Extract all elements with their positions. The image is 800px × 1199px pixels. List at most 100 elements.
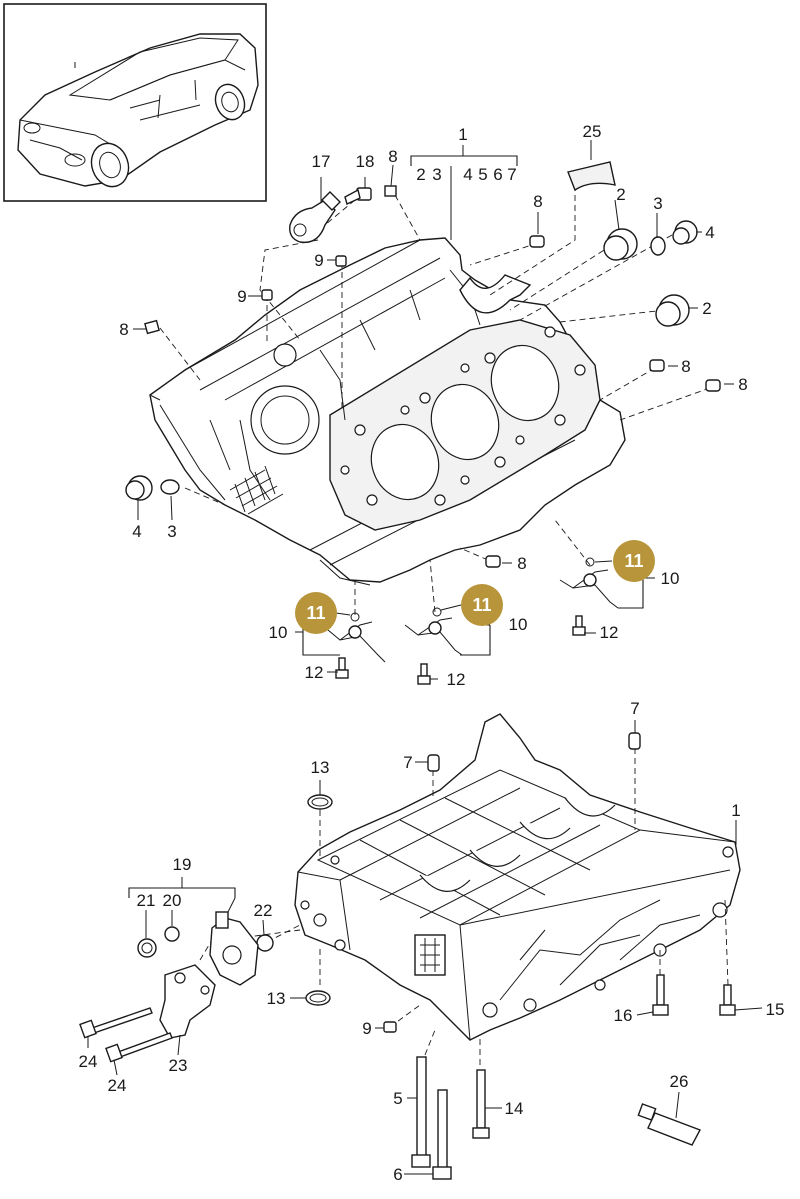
bearing-shell-icon [567, 161, 616, 192]
callout-8: 8 [517, 554, 526, 573]
plug-icon [335, 255, 347, 267]
callout-7: 7 [403, 753, 412, 772]
bolt-24-icon [105, 1032, 173, 1063]
callout-25: 25 [583, 122, 602, 141]
callout-24: 24 [108, 1076, 127, 1095]
screw-plug-icon [125, 475, 153, 501]
oil-spray-nozzle-icon [327, 612, 386, 663]
svg-text:11: 11 [624, 551, 643, 571]
callout-17: 17 [312, 152, 331, 171]
callout-13: 13 [311, 758, 330, 777]
callout-16: 16 [614, 1006, 633, 1025]
callout-9: 9 [314, 251, 323, 270]
plug-icon [261, 289, 273, 301]
rib-grid [229, 465, 284, 515]
callout-9: 9 [237, 287, 246, 306]
callout-12: 12 [447, 670, 466, 689]
callout-5: 5 [393, 1089, 402, 1108]
callout-13: 13 [267, 989, 286, 1008]
knock-sensor-icon [289, 191, 341, 244]
highlighted-callouts[interactable]: 11 11 11 [295, 540, 655, 634]
bolt-14-icon [472, 1069, 490, 1139]
callout-19: 19 [173, 855, 192, 874]
callout-12: 12 [600, 623, 619, 642]
deck-bolt-holes [340, 326, 586, 506]
svg-text:11: 11 [306, 603, 325, 623]
callout-24: 24 [79, 1052, 98, 1071]
callout-2: 2 [616, 185, 625, 204]
callout-15: 15 [766, 1000, 785, 1019]
callout-4: 4 [463, 165, 472, 184]
dowel-sleeve-icon [485, 555, 501, 568]
bolt-12-icon [417, 663, 431, 685]
bolt-15-icon [719, 984, 736, 1016]
seal-ring-icon [164, 926, 180, 942]
crankcase-lower-illustration[interactable] [294, 713, 741, 1041]
dowel-pin-icon [628, 732, 641, 750]
oil-pressure-housing-icon [209, 911, 259, 986]
callout-3: 3 [432, 165, 441, 184]
dowel-sleeve-icon [529, 235, 545, 248]
bolt-24-icon [79, 1007, 153, 1039]
screw-plug-icon [672, 220, 698, 245]
callout-18: 18 [356, 152, 375, 171]
bolt-6-icon [432, 1089, 452, 1180]
bolt-16-icon [652, 974, 669, 1016]
bolt-12-icon [572, 615, 586, 636]
sensor-bracket-icon [159, 964, 216, 1039]
badge-11[interactable]: 11 [461, 584, 503, 626]
seal-ring-icon [256, 934, 274, 952]
callout-7: 7 [507, 165, 516, 184]
callout-20: 20 [163, 891, 182, 910]
badge-11[interactable]: 11 [295, 592, 337, 634]
assembly-leader-lines-top [159, 185, 711, 615]
callout-8: 8 [681, 357, 690, 376]
bolt-18-icon [344, 187, 372, 205]
callout-10: 10 [269, 623, 288, 642]
small-parts-bottom[interactable] [79, 732, 736, 1180]
dowel-pin-icon [427, 754, 440, 772]
car-icon [17, 33, 259, 188]
callout-10: 10 [661, 569, 680, 588]
callout-26: 26 [670, 1072, 689, 1091]
callout-3: 3 [167, 522, 176, 541]
callout-6: 6 [393, 1165, 402, 1184]
callout-4: 4 [132, 522, 141, 541]
sealing-cap-icon [603, 228, 638, 261]
dowel-sleeve-icon [705, 379, 721, 392]
seal-ring-icon [160, 479, 180, 495]
dowel-sleeve-icon [384, 185, 397, 197]
callout-4: 4 [705, 223, 714, 242]
callout-2: 2 [702, 299, 711, 318]
svg-text:11: 11 [472, 595, 491, 615]
callout-1: 1 [458, 125, 467, 144]
plug-icon [383, 1021, 397, 1033]
callout-23: 23 [169, 1056, 188, 1075]
dowel-sleeve-icon [144, 319, 160, 335]
callout-8: 8 [533, 192, 542, 211]
small-parts-top[interactable] [125, 161, 721, 685]
bolt-5-icon [411, 1056, 431, 1168]
callout-5: 5 [478, 165, 487, 184]
callout-8: 8 [119, 320, 128, 339]
callout-2: 2 [416, 165, 425, 184]
oil-spray-nozzle-icon [559, 557, 619, 609]
callout-14: 14 [505, 1099, 524, 1118]
seal-ring-icon [650, 236, 666, 256]
sealant-tube-icon [637, 1103, 701, 1146]
callout-12: 12 [305, 663, 324, 682]
bolt-12-icon [335, 657, 349, 679]
callout-8: 8 [388, 147, 397, 166]
callout-labels: 1 2 3 4 5 6 7 25 17 18 8 8 2 3 4 9 9 8 2… [79, 122, 785, 1184]
callout-22: 22 [254, 901, 273, 920]
car-inset[interactable] [3, 3, 267, 202]
cap-nut-icon [137, 938, 157, 958]
callout-1: 1 [731, 801, 740, 820]
badge-11[interactable]: 11 [613, 540, 655, 582]
crankcase-upper-illustration[interactable] [149, 237, 626, 586]
callout-3: 3 [653, 194, 662, 213]
sealing-cap-icon [655, 294, 690, 327]
callout-9: 9 [362, 1019, 371, 1038]
oil-spray-nozzle-icon [404, 607, 463, 656]
